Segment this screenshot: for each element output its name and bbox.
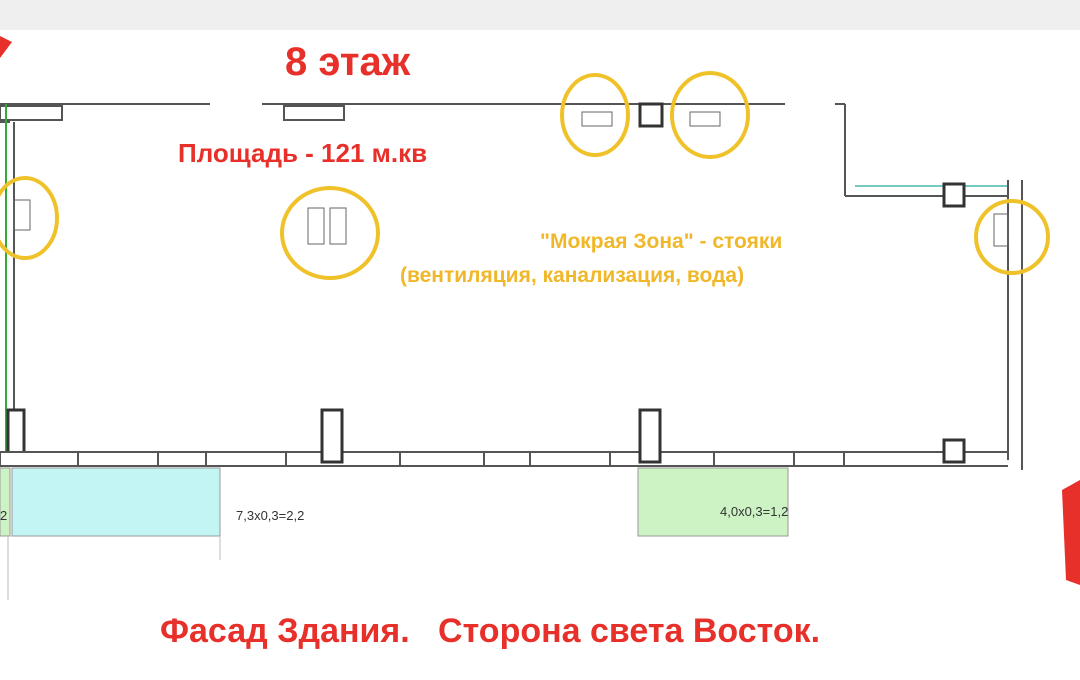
walls bbox=[0, 102, 1023, 470]
balcony-left-edge bbox=[0, 467, 11, 537]
top-bar bbox=[0, 0, 1080, 30]
balcony-cyan bbox=[11, 467, 221, 537]
floor-title: 8 этаж bbox=[285, 40, 411, 84]
wet-zone-line2: (вентиляция, канализация, вода) bbox=[400, 264, 745, 287]
facade-label: Фасад Здания. Сторона света Восток. bbox=[160, 612, 821, 650]
area-label: Площадь - 121 м.кв bbox=[178, 138, 428, 168]
red-mark-bottom-right bbox=[1062, 480, 1080, 585]
wet-zone-line1: "Мокрая Зона" - стояки bbox=[540, 230, 783, 253]
balcony-cyan-label: 7,3х0,3=2,2 bbox=[236, 508, 305, 523]
balcony-green-label: 4,0х0,3=1,2 bbox=[720, 504, 789, 519]
risers bbox=[13, 111, 1009, 247]
wet-zone-markers bbox=[0, 71, 1050, 280]
balcony-left-label: 2 bbox=[0, 508, 8, 523]
balcony-green bbox=[637, 467, 789, 537]
red-mark-top-left bbox=[0, 36, 12, 58]
